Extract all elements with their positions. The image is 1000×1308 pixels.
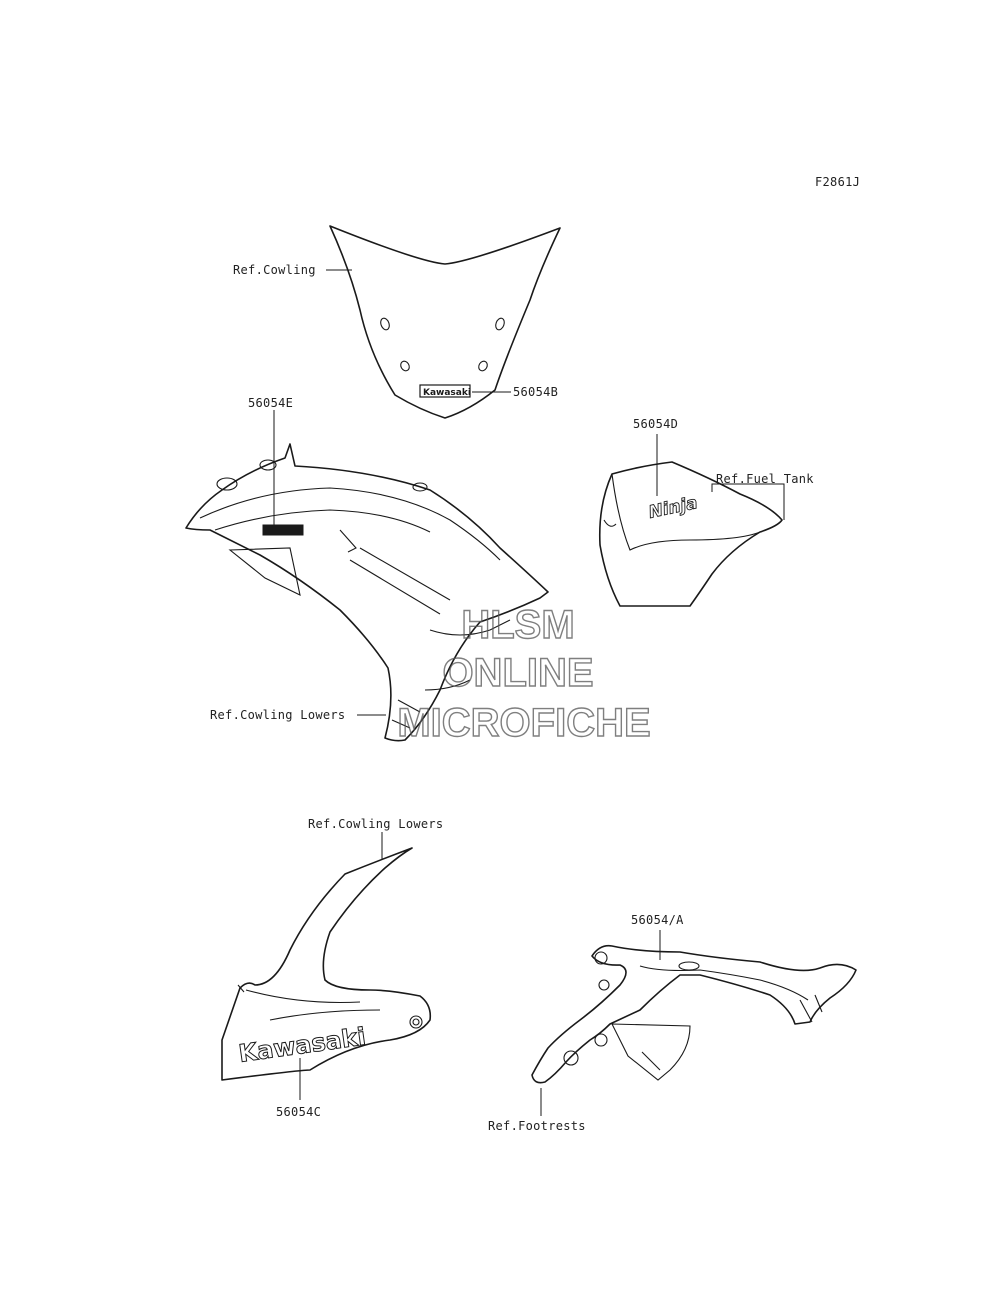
upper-cowling-part (185, 443, 549, 742)
fuel-tank-part (598, 461, 783, 607)
label-56054e[interactable]: 56054E (248, 396, 293, 410)
label-ref-cowling-lowers-1: Ref.Cowling Lowers (210, 708, 345, 722)
label-ref-fuel-tank: Ref.Fuel Tank (716, 472, 814, 486)
watermark-logo: HLSM ONLINE MICROFICHE (397, 602, 652, 745)
label-56054d[interactable]: 56054D (633, 417, 678, 431)
svg-text:HLSM: HLSM (461, 603, 574, 647)
label-ref-footrests: Ref.Footrests (488, 1119, 586, 1133)
upper-cowling-decal-56054e[interactable] (262, 524, 304, 536)
label-56054a[interactable]: 56054/A (631, 913, 684, 927)
windscreen-decal-56054b[interactable]: Kawasaki (419, 384, 471, 398)
leader-ref-fuel-tank (711, 483, 785, 520)
footrest-bracket-part (531, 944, 857, 1084)
label-56054c[interactable]: 56054C (276, 1105, 321, 1119)
label-ref-cowling-lowers-2: Ref.Cowling Lowers (308, 817, 443, 831)
svg-text:ONLINE: ONLINE (442, 651, 593, 695)
windscreen-logo-text: Kawasaki (423, 388, 471, 398)
label-ref-cowling: Ref.Cowling (233, 263, 316, 277)
label-56054b[interactable]: 56054B (513, 385, 558, 399)
svg-text:MICROFICHE: MICROFICHE (397, 701, 650, 745)
windscreen-part (329, 225, 561, 419)
figure-code: F2861J (815, 175, 860, 189)
lower-cowling-part (221, 847, 432, 1081)
